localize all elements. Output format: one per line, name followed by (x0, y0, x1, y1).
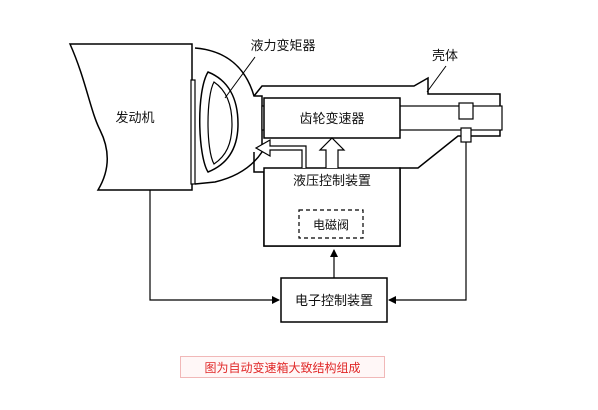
hydraulic-to-converter-arrow (254, 138, 307, 168)
engine-flange (190, 79, 196, 185)
torque-converter-inner-2 (207, 81, 233, 165)
engine-signal-line (149, 190, 280, 304)
torque-converter-label: 液力变矩器 (250, 38, 315, 54)
torque-converter-housing (194, 47, 263, 185)
engine-block (68, 43, 193, 191)
solenoid-valve-box (298, 209, 364, 239)
housing-leader (426, 65, 447, 93)
figure-caption-box: 图为自动变速箱大致结构组成 (180, 356, 385, 378)
gearbox-label: 齿轮变速器 (299, 111, 364, 127)
output-sensor-signal-line (388, 142, 467, 304)
speed-sensor-top (458, 102, 474, 120)
solenoid-valve-label: 电磁阀 (313, 217, 349, 232)
torque-converter-leader (224, 56, 256, 99)
electronic-control-label: 电子控制装置 (295, 294, 373, 309)
figure-caption: 图为自动变速箱大致结构组成 (204, 360, 361, 375)
hydraulic-control-label: 液压控制装置 (293, 174, 371, 189)
hydraulic-to-gearbox-arrow (318, 137, 346, 168)
housing-label: 壳体 (432, 49, 458, 64)
speed-sensor-bottom (460, 127, 472, 143)
engine-label: 发动机 (115, 110, 154, 126)
